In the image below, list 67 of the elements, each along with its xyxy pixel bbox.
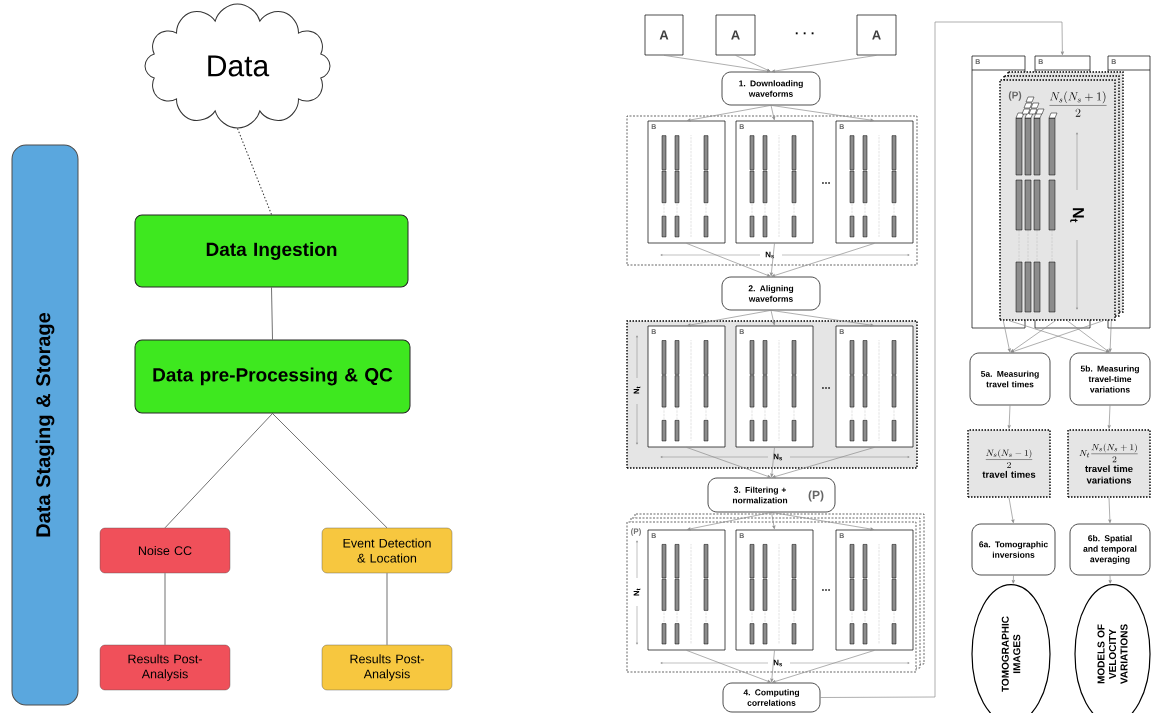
arrow — [772, 447, 875, 479]
dimension-label: N$_{s}$ — [773, 453, 783, 461]
arrow — [686, 243, 771, 277]
connector-line — [386, 572, 388, 646]
arrow — [770, 105, 874, 122]
arrow — [770, 310, 776, 326]
arrow — [771, 512, 776, 530]
arrow — [687, 512, 772, 531]
arrow — [686, 447, 771, 478]
ellipsis-label: ... — [822, 589, 830, 591]
ellipsis-label: ... — [822, 182, 830, 184]
arrow — [735, 55, 771, 72]
step-box: 5a. Measuring travel times — [969, 352, 1051, 406]
process-box: Noise CC — [99, 527, 231, 574]
connector-line — [271, 287, 273, 340]
arrow — [1011, 575, 1015, 584]
process-box: Results Post-Analysis — [99, 644, 231, 691]
arrow — [1107, 405, 1111, 429]
process-box: Data Ingestion — [134, 214, 409, 288]
arrow — [1010, 320, 1056, 353]
group-frame — [626, 115, 918, 266]
dimension-label: N$_{s}$ — [765, 251, 775, 259]
source-box: A — [644, 14, 684, 56]
dimension-label: N$_{s}$ — [773, 659, 783, 667]
arrow — [1007, 405, 1011, 429]
arrow — [1108, 575, 1112, 584]
arrow — [1008, 497, 1015, 524]
storage-band: Data Staging & Storage — [11, 144, 79, 706]
arrow — [1066, 320, 1110, 353]
source-box: A — [715, 14, 756, 56]
step-box: 4. Computing correlations — [722, 682, 821, 713]
arrow — [1108, 497, 1112, 524]
arrow — [687, 310, 772, 327]
arrow — [820, 21, 1064, 698]
step-box: 3. Filtering + normalization (P) — [707, 477, 836, 513]
process-box: Event Detection & Location — [321, 527, 453, 574]
source-box: A — [856, 14, 897, 56]
arrow — [771, 512, 874, 531]
process-box: Data pre-Processing & QC — [134, 339, 411, 414]
arrow — [771, 243, 875, 277]
process-box: Results Post-Analysis — [321, 644, 453, 691]
arrow — [770, 650, 775, 683]
arrow — [772, 650, 875, 683]
result-box: $N_{t}\frac{N_{s}(N_{s}+1)}{2}$ travel time variations — [1067, 429, 1151, 498]
connector-line — [164, 572, 166, 646]
step-box: 1. Downloading waveforms — [721, 71, 821, 106]
arrow — [770, 447, 775, 478]
arrow — [686, 650, 771, 683]
arrow — [770, 310, 874, 327]
connector-line — [272, 413, 388, 529]
arrow — [770, 105, 776, 121]
step-box: 6b. Spatial and temporal averaging — [1069, 523, 1151, 576]
arrow — [663, 55, 771, 73]
arrow — [1002, 320, 1011, 353]
data-cloud: Data — [144, 3, 331, 129]
arrow — [687, 105, 772, 122]
ellipsis-label: ... — [822, 387, 830, 389]
connector-line — [164, 413, 273, 529]
arrow — [1108, 320, 1112, 353]
step-box: 6a. Tomographic inversions — [971, 523, 1056, 576]
step-box: 2. Aligning waveforms — [721, 276, 821, 311]
ellipsis-label: · · · — [795, 32, 814, 35]
result-box: $\frac{N_{s}(N_{s}-1)}{2}$ travel times — [967, 429, 1051, 498]
arrow — [771, 55, 877, 73]
connector-line — [237, 128, 272, 215]
step-box: 5b. Measuring travel-time variations — [1069, 352, 1151, 406]
arrow — [769, 243, 775, 277]
